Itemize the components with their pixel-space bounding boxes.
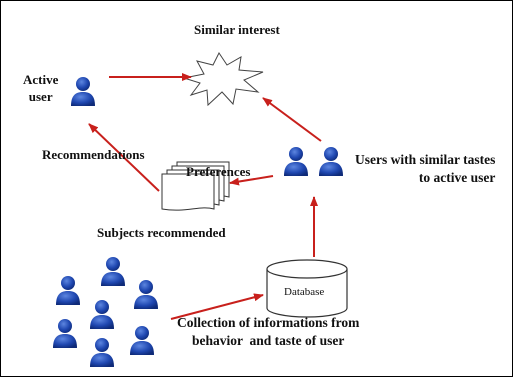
similar-interest-label: Similar interest: [194, 22, 280, 37]
group-user-icon-3: [134, 280, 158, 309]
group-user-icon-1: [101, 257, 125, 286]
similar-user-icon-1: [284, 147, 308, 176]
group-user-icon-2: [56, 276, 80, 305]
arrow-similar-to-interest: [262, 97, 322, 142]
arrow-documents-to-active: [88, 123, 160, 192]
arrow-users-to-database: [170, 293, 264, 320]
similar-user-icon-2: [319, 147, 343, 176]
starburst-icon: [183, 52, 264, 107]
active-user-icon: [71, 77, 95, 106]
active-user-label: Active user: [23, 72, 59, 104]
collection-label: Collection of informations from behavior…: [177, 315, 360, 348]
recommendations-label: Recommendations: [42, 147, 145, 162]
subjects-recommended-label: Subjects recommended: [97, 225, 226, 240]
similar-users-label: Users with similar tastes to active user: [355, 152, 496, 185]
database-label: Database: [284, 286, 325, 298]
documents-stack-icon: [161, 161, 230, 211]
group-user-icon-7: [90, 338, 114, 367]
preferences-label: Preferences: [186, 164, 251, 179]
group-user-icon-5: [53, 319, 77, 348]
database-cylinder-icon: [266, 259, 348, 318]
group-user-icon-6: [130, 326, 154, 355]
arrow-similar-to-documents: [229, 175, 274, 186]
group-user-icon-4: [90, 300, 114, 329]
